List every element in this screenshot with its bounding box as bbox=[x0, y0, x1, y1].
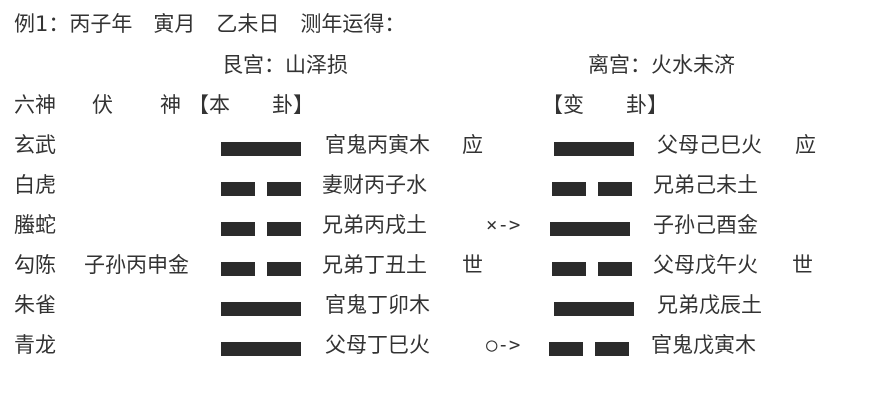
yao-segment bbox=[598, 262, 632, 276]
intro-line: 例1：丙子年 寅月 乙未日 测年运得： bbox=[14, 12, 406, 36]
bian-gua-header: 【变 卦】 bbox=[542, 93, 668, 117]
yao-segment bbox=[554, 302, 634, 316]
six-god-label: 朱雀 bbox=[14, 293, 56, 317]
bian-yao-line bbox=[554, 142, 634, 156]
ben-shi-ying-mark: 应 bbox=[462, 133, 483, 157]
fu-header: 伏 bbox=[92, 93, 113, 117]
yao-segment bbox=[221, 142, 301, 156]
yao-segment bbox=[267, 182, 301, 196]
yao-segment bbox=[221, 222, 255, 236]
ben-yao-line bbox=[221, 342, 301, 356]
yao-segment bbox=[221, 342, 301, 356]
six-god-label: 螣蛇 bbox=[14, 213, 56, 237]
bian-palace-title: 离宫：火水未济 bbox=[588, 53, 735, 77]
bian-yao-line bbox=[552, 182, 632, 196]
six-god-label: 玄武 bbox=[14, 133, 56, 157]
ben-yao-line bbox=[221, 182, 301, 196]
yao-segment bbox=[221, 262, 255, 276]
yao-segment bbox=[598, 182, 632, 196]
bian-yao-text: 子孙己酉金 bbox=[653, 213, 758, 237]
yao-segment bbox=[554, 142, 634, 156]
ben-shi-ying-mark: 世 bbox=[462, 253, 483, 277]
bian-yao-text: 兄弟戊辰土 bbox=[657, 293, 762, 317]
bian-shi-ying-mark: 世 bbox=[792, 253, 813, 277]
ben-palace-title: 艮宫：山泽损 bbox=[222, 53, 348, 77]
bian-yao-line bbox=[552, 262, 632, 276]
bian-shi-ying-mark: 应 bbox=[795, 133, 816, 157]
ben-yao-line bbox=[221, 302, 301, 316]
bian-yao-line bbox=[549, 342, 629, 356]
ben-yao-line bbox=[221, 142, 301, 156]
yao-segment bbox=[595, 342, 629, 356]
ben-yao-text: 兄弟丁丑土 bbox=[322, 253, 427, 277]
ben-yao-text: 官鬼丁卯木 bbox=[325, 293, 430, 317]
yao-segment bbox=[552, 262, 586, 276]
six-god-label: 青龙 bbox=[14, 333, 56, 357]
six-god-label: 勾陈 bbox=[14, 253, 56, 277]
ben-yao-text: 妻财丙子水 bbox=[322, 173, 427, 197]
moving-line-mark: ○-> bbox=[486, 334, 521, 356]
ben-yao-text: 父母丁巳火 bbox=[325, 333, 430, 357]
yao-segment bbox=[267, 222, 301, 236]
yao-segment bbox=[549, 342, 583, 356]
yao-segment bbox=[552, 182, 586, 196]
bian-yao-text: 兄弟己未土 bbox=[653, 173, 758, 197]
bian-yao-text: 父母戊午火 bbox=[653, 253, 758, 277]
ben-yao-line bbox=[221, 262, 301, 276]
six-gods-header: 六神 bbox=[14, 93, 56, 117]
ben-gua-header: 【本 卦】 bbox=[188, 93, 314, 117]
shen-header: 神 bbox=[160, 93, 181, 117]
yao-segment bbox=[550, 222, 630, 236]
yao-segment bbox=[221, 302, 301, 316]
bian-yao-text: 父母己巳火 bbox=[657, 133, 762, 157]
bian-yao-line bbox=[550, 222, 630, 236]
six-god-label: 白虎 bbox=[14, 173, 56, 197]
ben-yao-text: 官鬼丙寅木 bbox=[325, 133, 430, 157]
yao-segment bbox=[267, 262, 301, 276]
yao-segment bbox=[221, 182, 255, 196]
ben-yao-line bbox=[221, 222, 301, 236]
bian-yao-text: 官鬼戊寅木 bbox=[651, 333, 756, 357]
fu-shen-label: 子孙丙申金 bbox=[84, 253, 189, 277]
ben-yao-text: 兄弟丙戌土 bbox=[322, 213, 427, 237]
bian-yao-line bbox=[554, 302, 634, 316]
moving-line-mark: ×-> bbox=[486, 214, 521, 236]
